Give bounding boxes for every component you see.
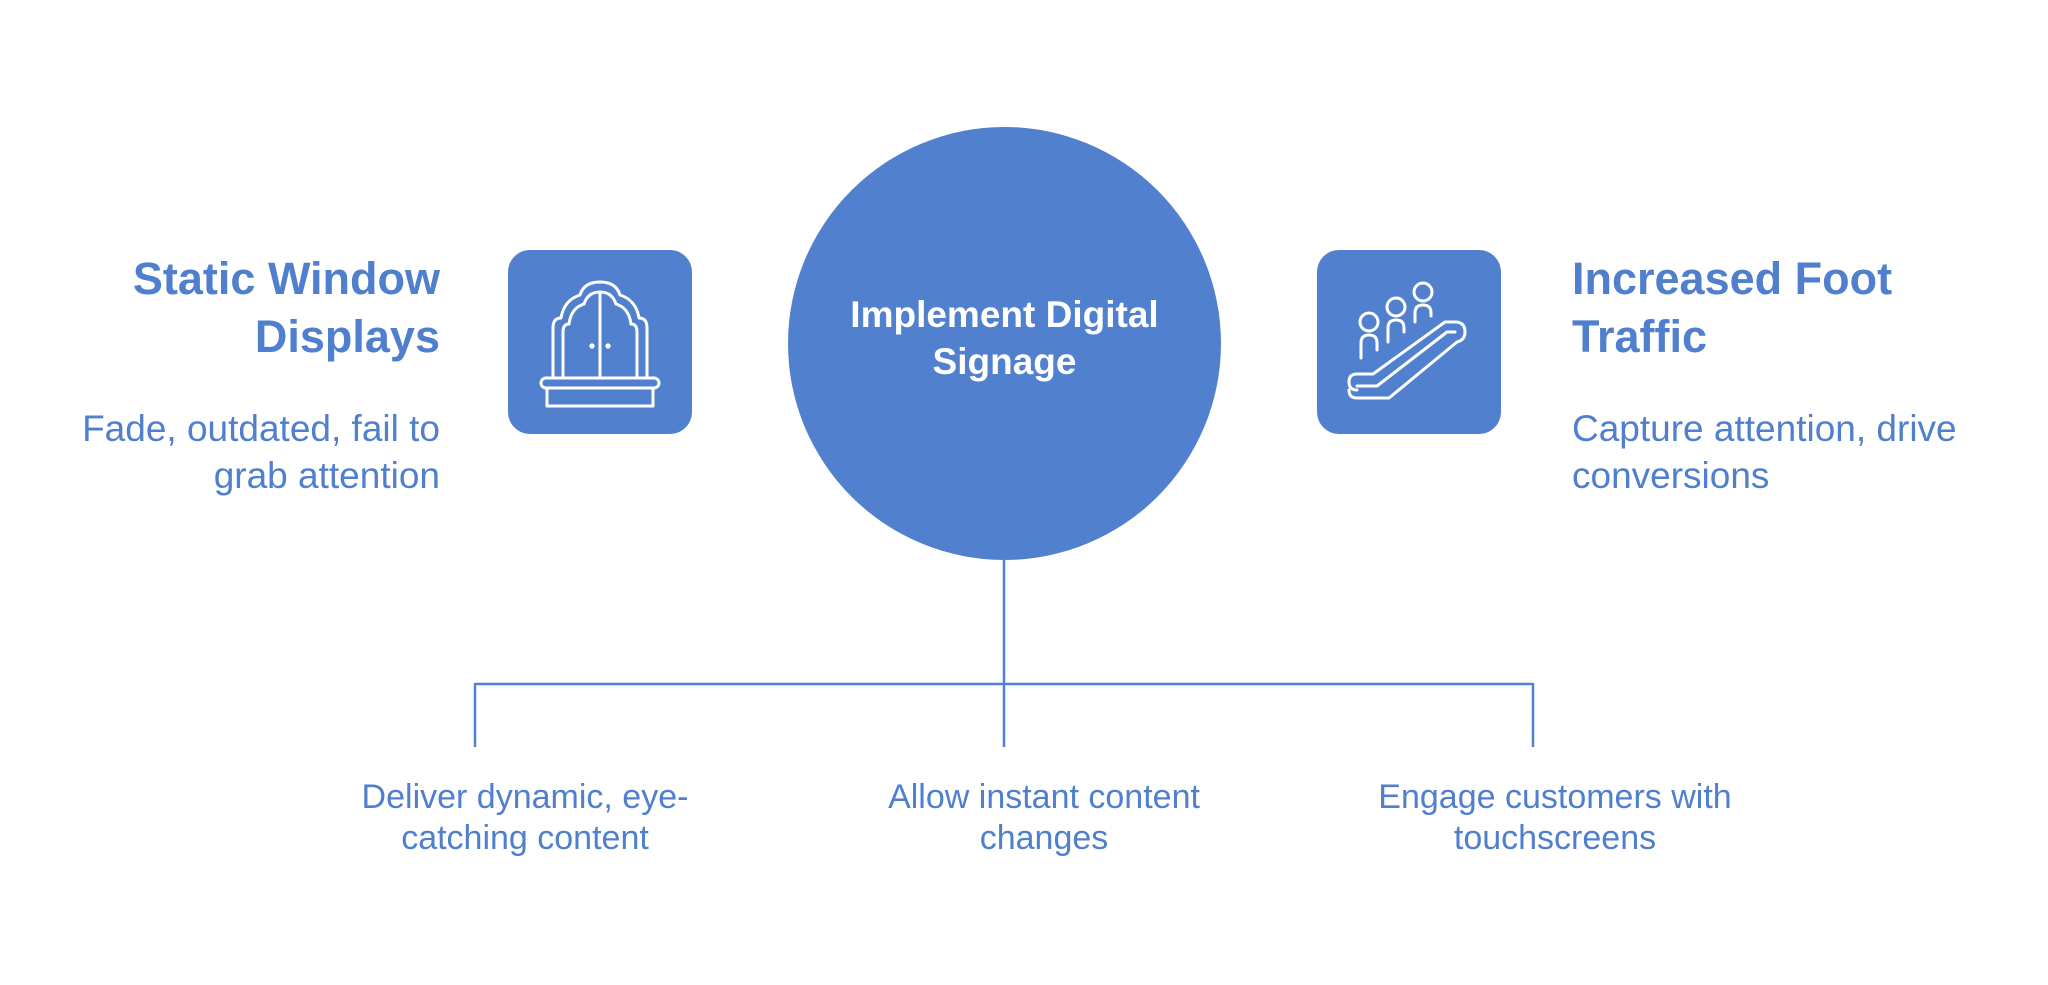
window-display-icon bbox=[508, 250, 692, 434]
branch-label-touchscreens: Engage customers with touchscreens bbox=[1378, 778, 1732, 857]
escalator-people-icon bbox=[1317, 250, 1501, 434]
left-description: Fade, outdated, fail to grab attention bbox=[82, 408, 440, 496]
center-label: Implement Digital Signage bbox=[850, 293, 1159, 382]
left-title: Static Window Displays bbox=[132, 253, 440, 362]
branch-label-dynamic-content: Deliver dynamic, eye-catching content bbox=[361, 778, 689, 857]
right-node: Increased Foot Traffic Capture attention… bbox=[1572, 250, 2012, 499]
center-node: Implement Digital Signage bbox=[788, 127, 1221, 560]
left-node: Static Window Displays Fade, outdated, f… bbox=[40, 250, 440, 499]
right-title: Increased Foot Traffic bbox=[1572, 253, 1893, 362]
right-description: Capture attention, drive conversions bbox=[1572, 408, 1957, 496]
branch-label-instant-changes: Allow instant content changes bbox=[888, 778, 1200, 857]
